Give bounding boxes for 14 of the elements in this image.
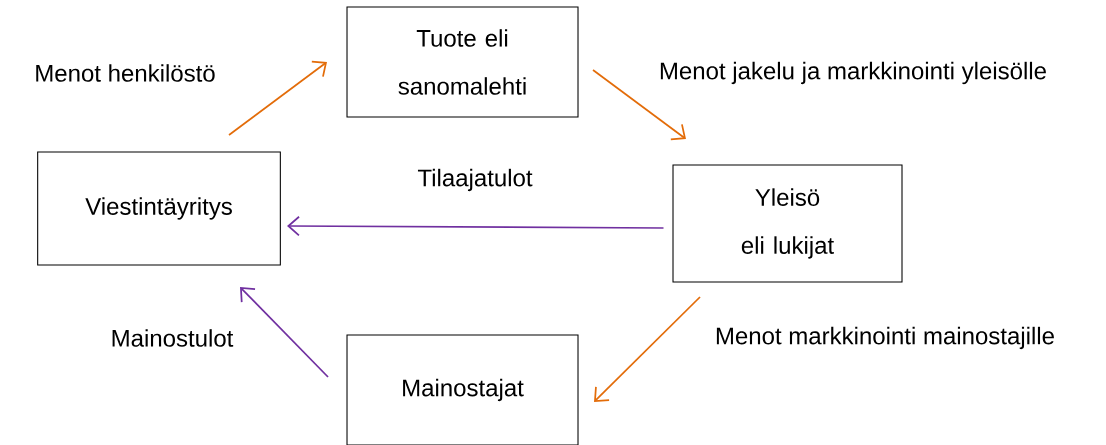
process-box: Mainostajat [346, 334, 579, 445]
arrow [592, 69, 686, 141]
arrow [228, 60, 327, 136]
arrow [287, 215, 665, 237]
edge-label: Menot henkilöstö [32, 62, 218, 84]
process-box: Tuote eli sanomalehti [346, 6, 579, 118]
process-box: Yleisö eli lukijat [672, 164, 903, 283]
edge-label: Menot jakelu ja markkinointi yleisölle [657, 60, 1049, 86]
edge-label: Mainostulot [109, 327, 235, 349]
arrow [240, 287, 329, 378]
arrow [594, 296, 701, 402]
process-box: Viestintäyritys [37, 151, 281, 266]
edge-label: Menot markkinointi mainostajille [713, 325, 1057, 351]
edge-label: Tilaajatulot [416, 167, 534, 193]
